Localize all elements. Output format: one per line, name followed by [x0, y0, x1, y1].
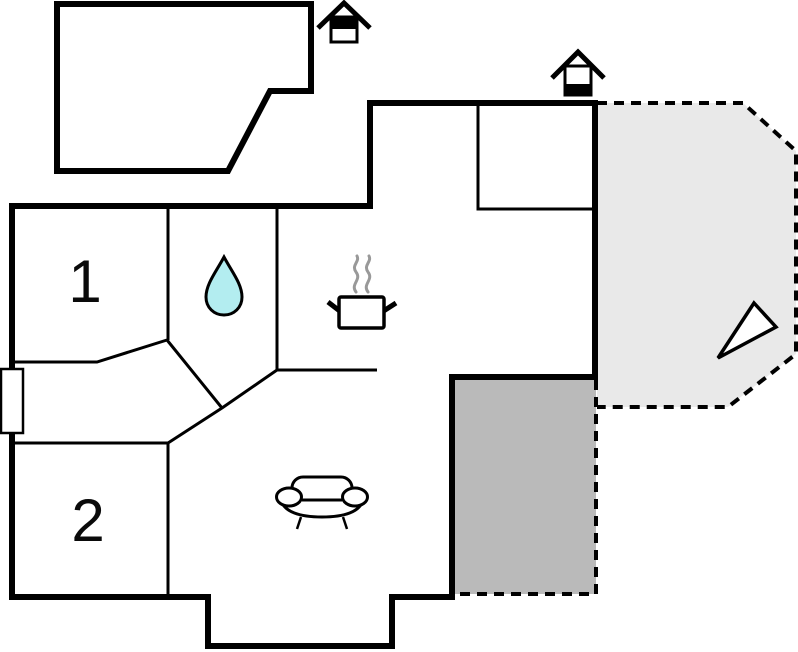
house-icon-band — [565, 84, 591, 95]
house-icon-roof — [316, 0, 372, 30]
sofa-armrest — [341, 486, 369, 508]
sofa-icon — [275, 475, 369, 530]
room-2-label: 2 — [71, 487, 104, 554]
house-icon — [316, 0, 372, 44]
stove-icon — [326, 254, 398, 330]
interior-walls — [12, 104, 592, 597]
pot-body — [337, 295, 386, 330]
outbuilding-outline — [54, 1, 314, 174]
terrace-open-area — [597, 103, 796, 407]
room-1-label: 1 — [68, 248, 101, 315]
terrace-covered-area — [452, 377, 596, 594]
main-building-outline — [9, 100, 598, 649]
steam-line — [352, 254, 360, 294]
house-icon-roof — [550, 48, 606, 80]
terrace-open-dashed-border — [597, 101, 798, 409]
sofa-armrest — [275, 486, 303, 508]
window-marker — [0, 367, 25, 435]
water-drop-icon — [204, 253, 244, 317]
house-icon — [550, 48, 606, 97]
sofa-seat — [279, 499, 365, 519]
sofa-legs — [295, 516, 349, 530]
steam-line — [364, 254, 372, 294]
house-icon-band — [331, 17, 357, 29]
terrace-covered-dashed-border — [453, 380, 598, 596]
direction-triangle-icon — [716, 300, 779, 360]
